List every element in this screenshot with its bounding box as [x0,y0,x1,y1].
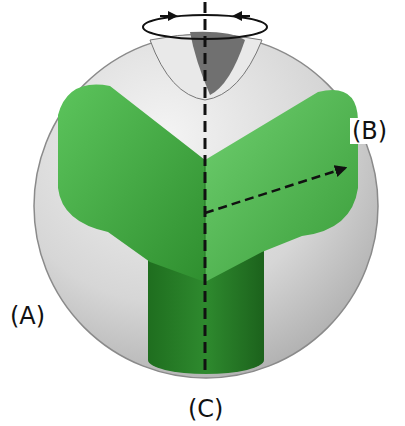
rotation-arrow [234,15,250,17]
flow-path [205,168,345,213]
part-label: (B) [350,118,389,144]
opening-shadow [190,32,245,95]
right-channel [205,90,358,282]
left-channel [58,85,205,282]
part-label: (C) [186,396,225,422]
rotation-arrow [160,15,176,17]
rotation-axis [204,2,207,372]
part-label: (A) [8,303,47,329]
